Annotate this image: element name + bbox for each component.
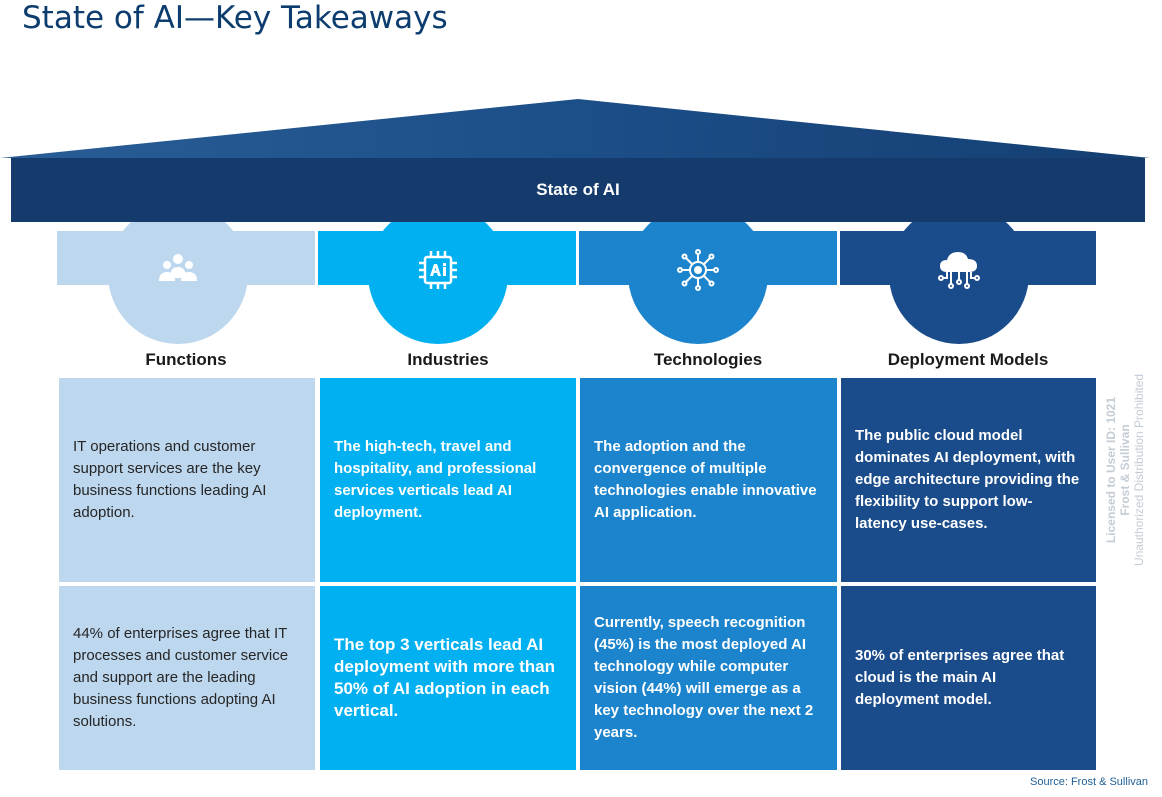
industries-stat-text: The top 3 verticals lead AI deployment w…: [334, 635, 556, 720]
deployment-stat: 30% of enterprises agree that cloud is t…: [841, 586, 1096, 770]
functions-stat-text: 44% of enterprises agree that IT process…: [73, 625, 289, 730]
watermark-line-1: Licensed to User ID: 1021: [1104, 396, 1118, 544]
functions-takeaway: IT operations and customer support servi…: [59, 378, 315, 582]
technologies-stat-text: Currently, speech recognition (45%) is t…: [594, 614, 814, 741]
ai-chip-icon: [419, 251, 457, 289]
technologies-stat: Currently, speech recognition (45%) is t…: [580, 586, 837, 770]
technologies-takeaway-text: The adoption and the convergence of mult…: [594, 438, 817, 521]
functions-takeaway-text: IT operations and customer support servi…: [73, 438, 267, 521]
industries-takeaway-text: The high-tech, travel and hospitality, a…: [334, 438, 537, 521]
deployment-takeaway-text: The public cloud model dominates AI depl…: [855, 427, 1080, 532]
industries-heading: Industries: [407, 350, 489, 369]
gear-network-icon: [677, 249, 719, 291]
industries-takeaway: The high-tech, travel and hospitality, a…: [320, 378, 576, 582]
technologies-heading: Technologies: [653, 350, 763, 369]
deployment-stat-text: 30% of enterprises agree that cloud is t…: [855, 647, 1065, 708]
people-group-icon: [159, 254, 197, 281]
watermark-line-2: Frost & Sullivan: [1118, 424, 1132, 516]
functions-stat: 44% of enterprises agree that IT process…: [59, 586, 315, 770]
watermark-line-3: Unauthorized Distribution Prohibited: [1132, 373, 1146, 567]
deployment-models-heading: Deployment Models: [887, 350, 1049, 369]
page-title: State of AI—Key Takeaways: [22, 0, 448, 36]
deployment-takeaway: The public cloud model dominates AI depl…: [841, 378, 1096, 582]
functions-heading: Functions: [145, 350, 227, 369]
license-watermark: Licensed to User ID: 1021 Frost & Sulliv…: [1104, 374, 1146, 566]
technologies-takeaway: The adoption and the convergence of mult…: [580, 378, 837, 582]
roof-shape: [0, 99, 1150, 158]
industries-stat: The top 3 verticals lead AI deployment w…: [320, 586, 576, 770]
source-note: Source: Frost & Sullivan: [1030, 776, 1148, 788]
cloud-network-icon: [938, 252, 980, 289]
